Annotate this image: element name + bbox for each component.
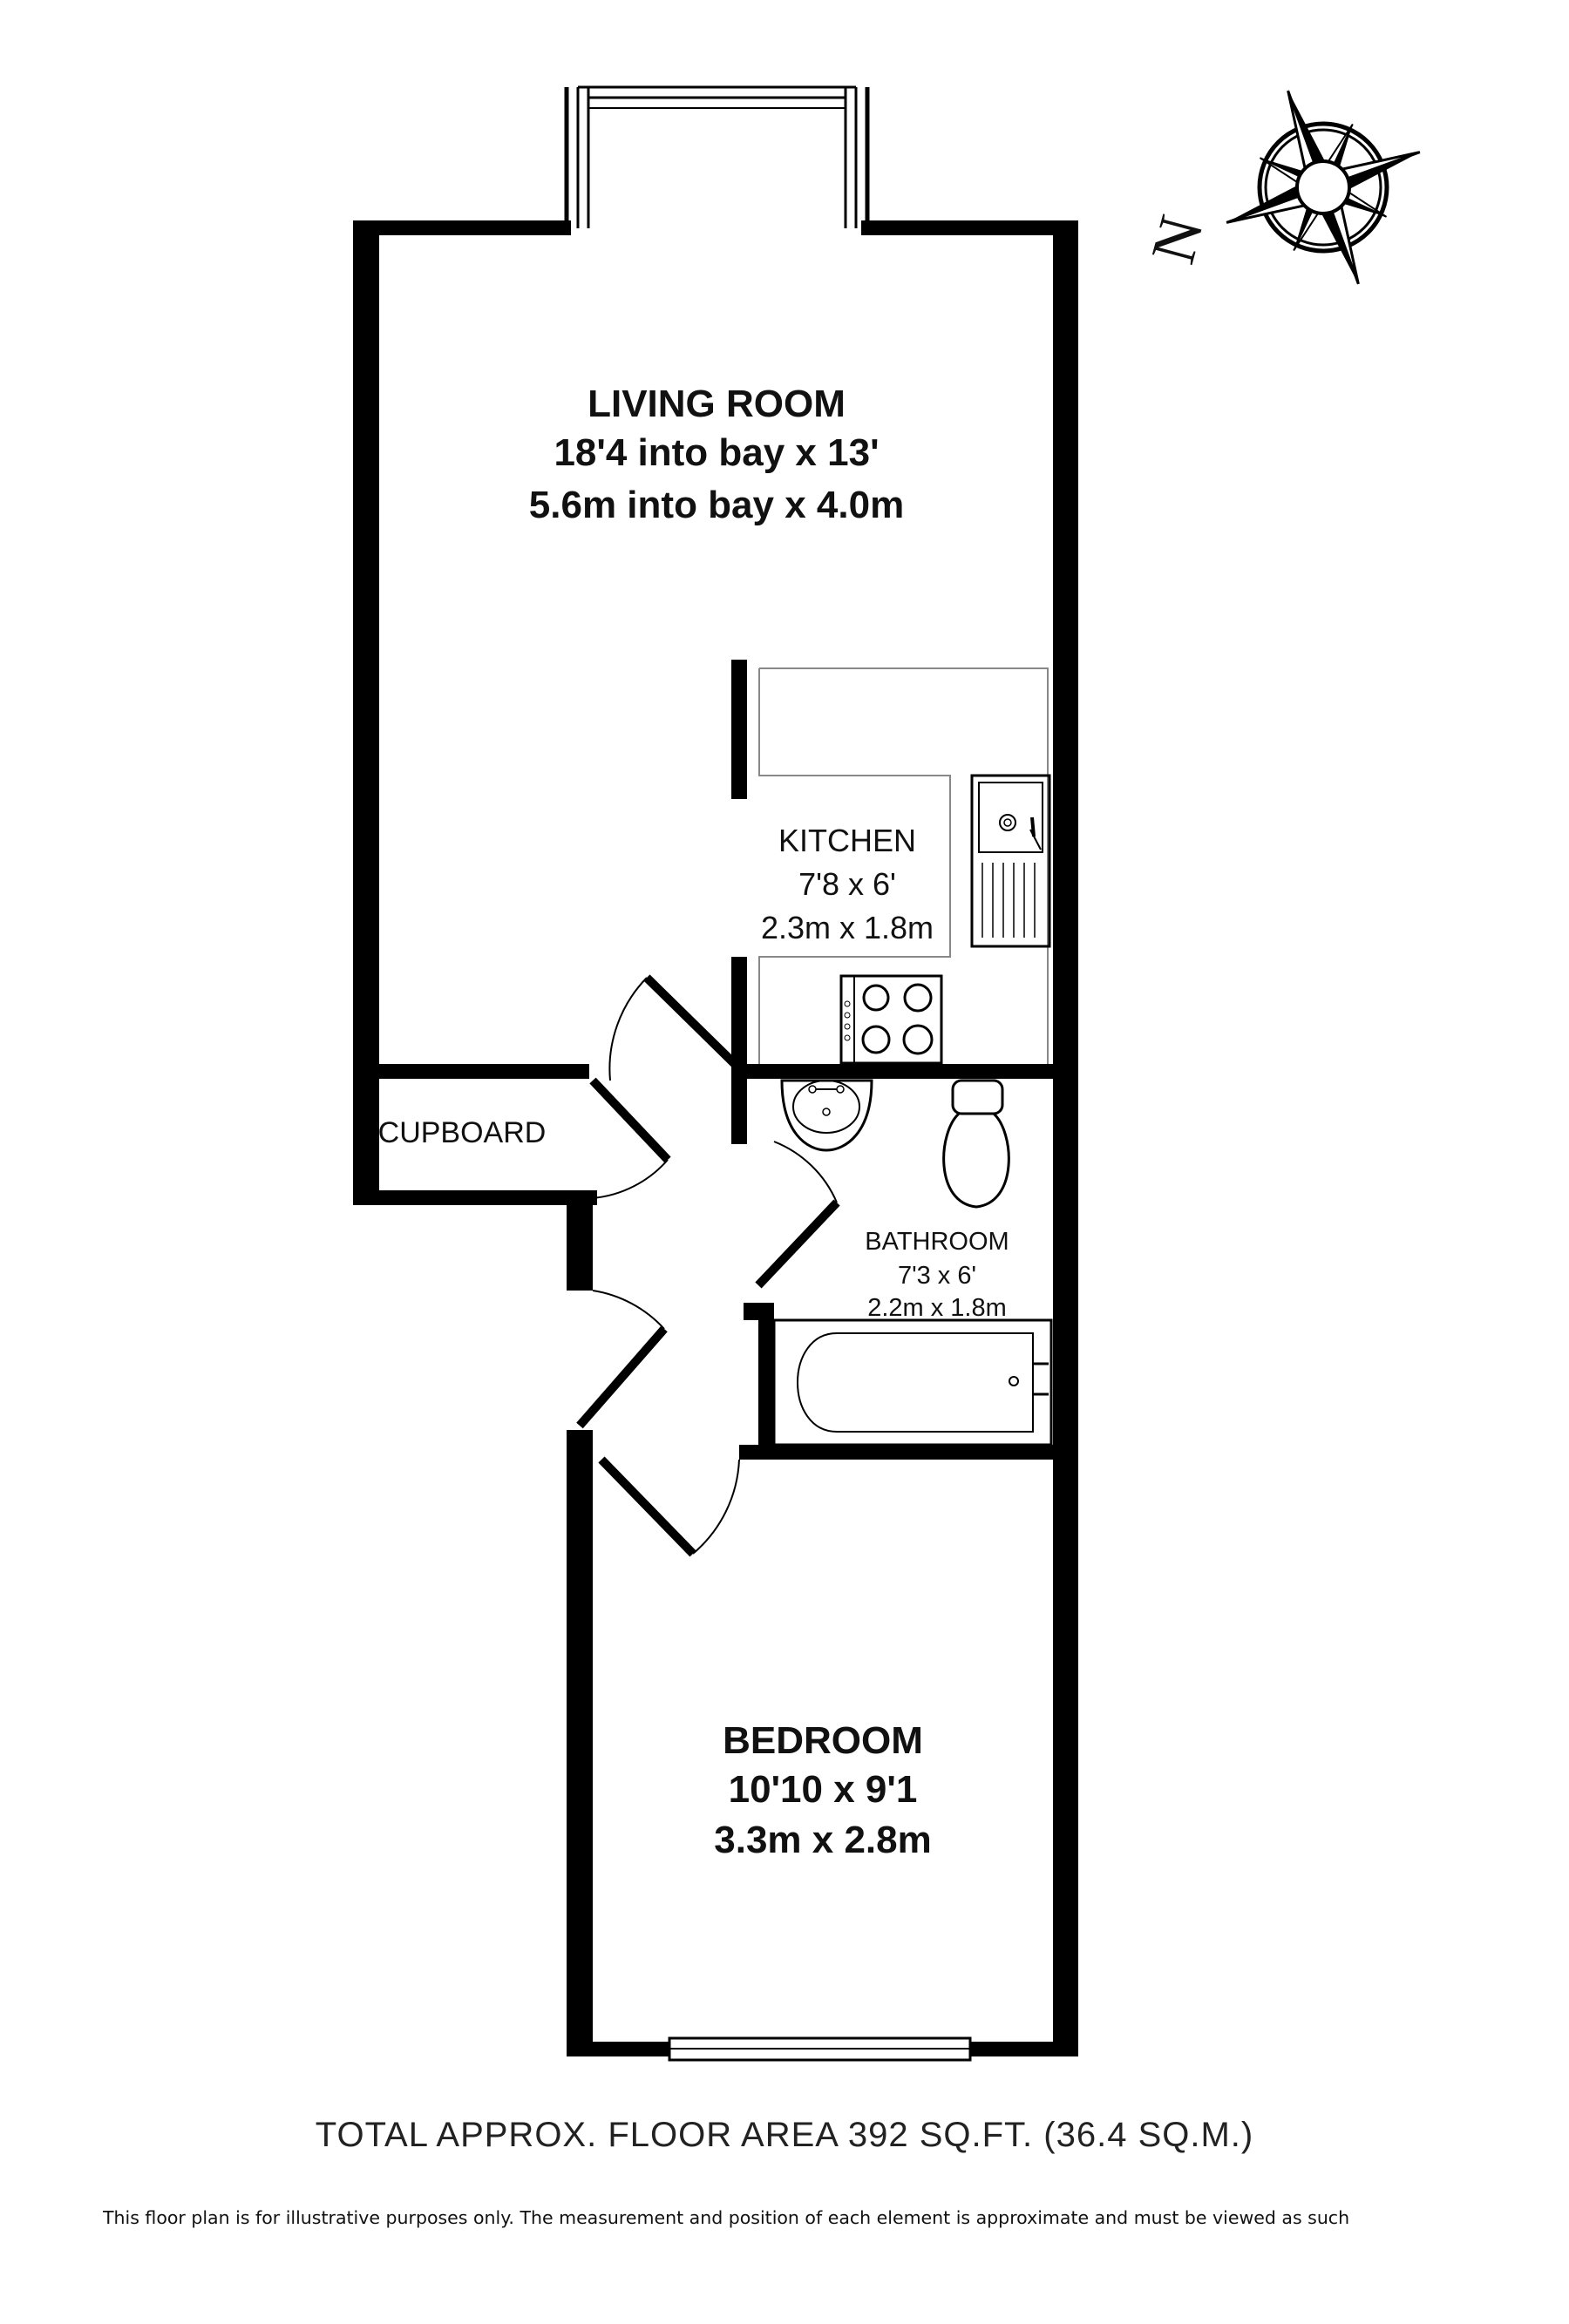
toilet (942, 1079, 1010, 1209)
bathroom-imperial: 7'3 x 6' (898, 1262, 976, 1290)
bay-window (564, 85, 870, 228)
hob (839, 974, 943, 1065)
bedroom-label: BEDROOM 10'10 x 9'1 3.3m x 2.8m (714, 1719, 932, 1861)
bathroom-label: BATHROOM 7'3 x 6' 2.2m x 1.8m (865, 1228, 1009, 1322)
living-room-name: LIVING ROOM (588, 383, 846, 425)
kitchen-label: KITCHEN 7'8 x 6' 2.3m x 1.8m (761, 823, 934, 945)
doors (576, 974, 840, 1557)
bathtub (772, 1318, 1053, 1447)
kitchen-counter (758, 667, 1049, 1064)
walls (353, 220, 1078, 2056)
bathroom-name: BATHROOM (865, 1228, 1009, 1256)
living-room-imperial: 18'4 into bay x 13' (554, 431, 879, 474)
total-floor-area: TOTAL APPROX. FLOOR AREA 392 SQ.FT. (36.… (315, 2116, 1254, 2154)
compass-rose-icon (1226, 90, 1421, 285)
compass-north-label: N (1138, 208, 1217, 270)
kitchen-imperial: 7'8 x 6' (798, 866, 896, 902)
disclaimer-text: This floor plan is for illustrative purp… (103, 2207, 1350, 2228)
bedroom-window (668, 2036, 972, 2062)
kitchen-sink (970, 774, 1051, 948)
bathroom-metric: 2.2m x 1.8m (867, 1294, 1007, 1322)
kitchen-name: KITCHEN (778, 823, 916, 858)
living-room-label: LIVING ROOM 18'4 into bay x 13' 5.6m int… (529, 383, 904, 526)
bedroom-name: BEDROOM (723, 1719, 923, 1762)
kitchen-metric: 2.3m x 1.8m (761, 910, 934, 945)
living-room-metric: 5.6m into bay x 4.0m (529, 484, 904, 526)
cupboard-name: CUPBOARD (378, 1116, 547, 1149)
basin (780, 1079, 873, 1152)
bedroom-imperial: 10'10 x 9'1 (729, 1768, 918, 1811)
bedroom-metric: 3.3m x 2.8m (714, 1819, 932, 1861)
